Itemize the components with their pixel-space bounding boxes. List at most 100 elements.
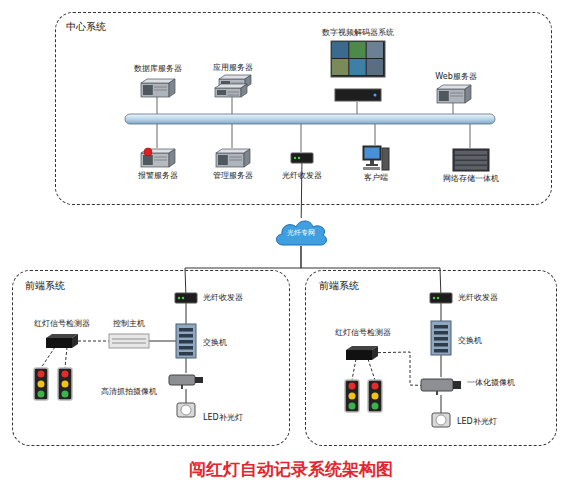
icon-part [453, 149, 489, 171]
network-bus [125, 114, 495, 124]
bus-stub [453, 102, 454, 114]
icon-part [335, 89, 381, 101]
device-node: LED补光灯 [432, 413, 450, 427]
icon-part [436, 391, 438, 395]
device-node: 红灯信号检测器 [46, 334, 78, 348]
port [179, 352, 193, 356]
icon-part [169, 375, 195, 385]
icon-part [227, 92, 239, 93]
device-node: 报警服务器 [141, 149, 175, 167]
node-label: 光纤收发器 [458, 293, 498, 303]
cloud-outline [276, 221, 326, 245]
port [179, 340, 193, 344]
icon-part [436, 415, 446, 425]
port [179, 328, 193, 332]
icon-part [244, 149, 250, 167]
port [434, 337, 448, 341]
screen [349, 42, 365, 58]
node-label: LED补光灯 [457, 417, 497, 427]
icon-part [112, 342, 146, 344]
port [179, 346, 193, 350]
traffic-lamp [38, 381, 45, 388]
traffic-lamp [62, 371, 69, 378]
icon-part [291, 153, 313, 163]
port [434, 325, 448, 329]
device-node: LED补光灯 [177, 403, 195, 417]
storage-icon [453, 149, 489, 171]
signal-wire [368, 359, 375, 380]
network-cloud: 光纤专网 [273, 218, 329, 246]
icon-part [217, 90, 226, 95]
system-group: 中心系统数据库服务器应用服务器数字视频解码器系统Web服务器报警服务器管理服务器… [55, 12, 552, 205]
icon-part [112, 338, 146, 340]
switch-icon [431, 321, 451, 355]
node-label: 一体化摄像机 [467, 378, 515, 388]
port [434, 343, 448, 347]
detector-icon [346, 346, 378, 360]
connector [78, 341, 109, 342]
connector [186, 389, 187, 403]
pc-icon [363, 146, 389, 170]
bus-stub [157, 124, 158, 148]
traffic-lamp [349, 383, 356, 390]
icon-part [365, 148, 380, 159]
icon-part [175, 293, 197, 303]
icon-part [437, 89, 465, 103]
icon-part [178, 297, 180, 299]
node-label: Web服务器 [435, 72, 476, 82]
icon-part [374, 94, 377, 97]
node-label: 光纤专网 [287, 228, 315, 238]
device-node: 光纤收发器 [291, 153, 313, 163]
device-node: Web服务器 [437, 85, 471, 103]
icon-part [294, 157, 296, 159]
node-label: 网络存储一体机 [443, 174, 499, 184]
group-title: 前端系统 [25, 280, 65, 292]
bus-stub [232, 96, 233, 114]
icon-part [372, 346, 378, 360]
drive-bay [455, 151, 487, 155]
node-label: 应用服务器 [213, 63, 253, 73]
node-label: 交换机 [458, 336, 482, 346]
device-node: 网络存储一体机 [453, 149, 489, 171]
screen [367, 59, 383, 75]
icon-part [241, 84, 247, 97]
icon-part [227, 95, 239, 96]
traffic-lamp [349, 403, 356, 410]
icon-part [433, 297, 435, 299]
icon-part [177, 403, 195, 417]
icon-part [72, 334, 78, 348]
connector [186, 358, 187, 373]
device-node: 数字视频解码器系统 [331, 41, 385, 103]
icon-part [176, 324, 196, 358]
connector [441, 303, 442, 321]
device-node: 交换机 [176, 324, 196, 358]
server-icon [141, 79, 175, 97]
icon-part [216, 153, 244, 167]
fiber-icon [291, 153, 313, 163]
icon-part [421, 379, 453, 391]
led-icon [177, 403, 195, 417]
device-node: 数据库服务器 [141, 79, 175, 97]
icon-part [229, 160, 242, 161]
icon-part [154, 90, 167, 91]
icon-part [231, 83, 243, 84]
drive-bay [455, 161, 487, 165]
device-node: 管理服务器 [216, 149, 250, 167]
icon-part [363, 146, 381, 160]
bus-stub [301, 124, 302, 152]
connector [186, 303, 187, 324]
signal-wire [65, 347, 67, 368]
screen [349, 59, 365, 75]
camera-icon [169, 373, 203, 389]
device-node: 高清抓拍摄像机 [169, 373, 203, 389]
node-label: 数据库服务器 [134, 64, 182, 74]
icon-part [370, 160, 374, 164]
icon-part [154, 160, 167, 161]
icon-part [439, 91, 449, 101]
icon-part [465, 85, 471, 103]
icon-part [141, 83, 169, 97]
traffic-lamp [38, 371, 45, 378]
icon-part [346, 350, 372, 360]
camera-icon [421, 377, 461, 395]
